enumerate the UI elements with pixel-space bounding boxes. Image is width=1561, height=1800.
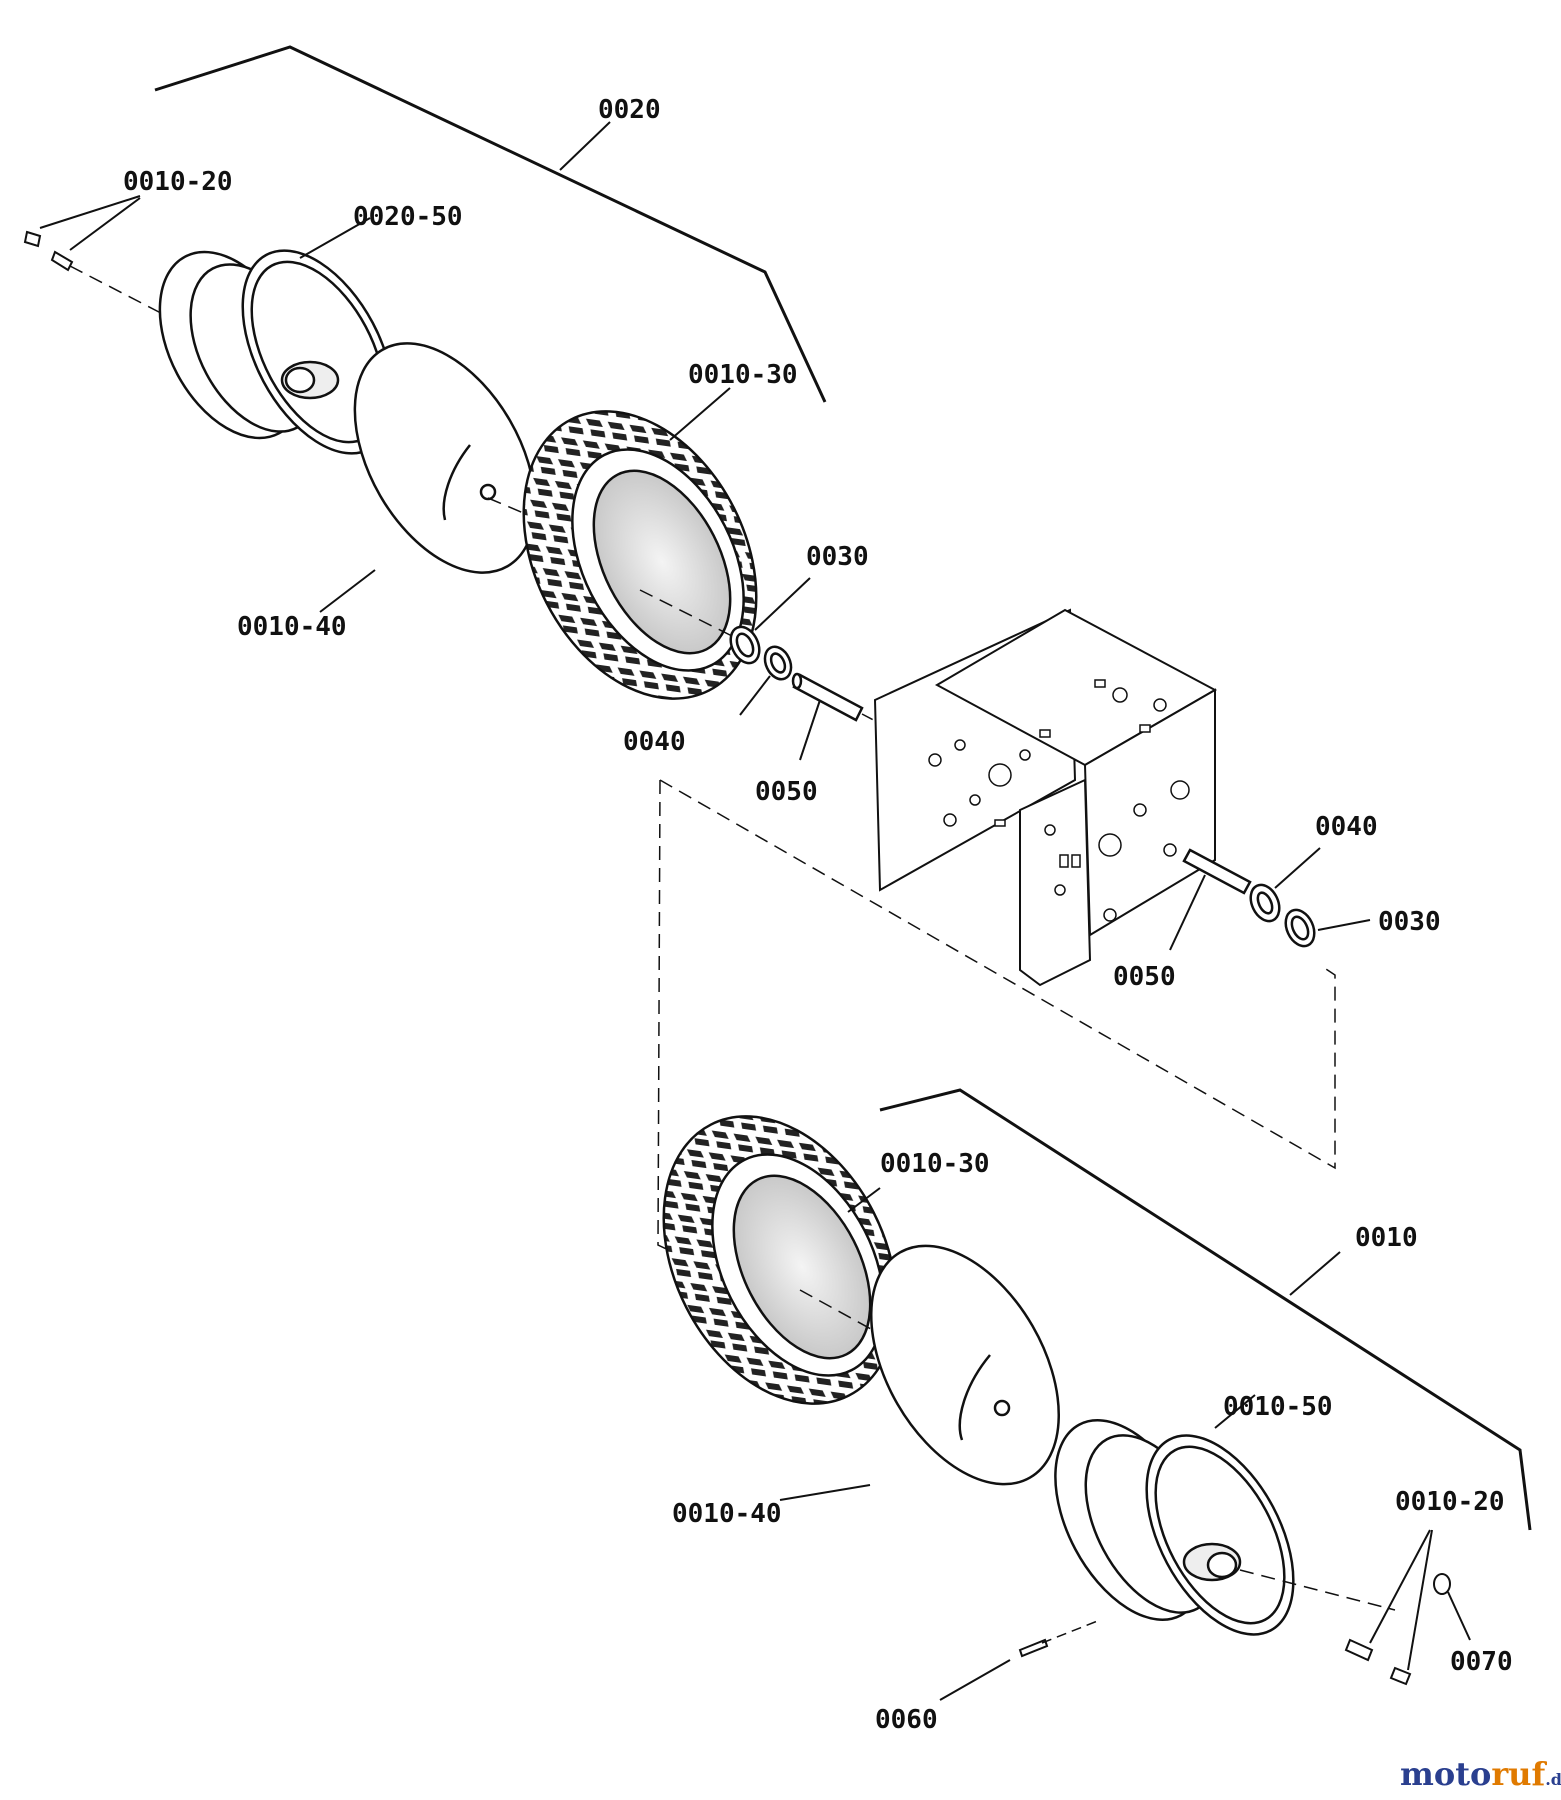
label-0010-40-top: 0010-40 — [237, 612, 347, 642]
bolt — [939, 1619, 1101, 1701]
label-0010-20-top: 0010-20 — [123, 167, 233, 197]
right-retaining-ring — [1284, 908, 1371, 948]
watermark: motoruf.de — [1400, 1755, 1561, 1793]
label-0060: 0060 — [875, 1705, 938, 1735]
bottom-tire — [662, 1115, 1001, 1405]
label-0010-20-bottom: 0010-20 — [1395, 1487, 1505, 1517]
top-assembly-bracket — [154, 45, 827, 403]
label-0020: 0020 — [598, 95, 661, 125]
label-0010: 0010 — [1355, 1223, 1418, 1253]
label-0040-right: 0040 — [1315, 812, 1378, 842]
label-0010-50: 0010-50 — [1223, 1392, 1333, 1422]
top-inner-tube — [319, 342, 541, 613]
bottom-assembly-bracket — [879, 1088, 1532, 1531]
label-0070: 0070 — [1450, 1647, 1513, 1677]
valve-cap — [1433, 1573, 1471, 1641]
label-0030-top: 0030 — [806, 542, 869, 572]
watermark-part2: ruf — [1491, 1755, 1547, 1793]
part-labels: 0020 0010-20 0020-50 0010-30 0010-40 003… — [123, 95, 1513, 1735]
label-0020-50: 0020-50 — [353, 202, 463, 232]
label-0010-40-bottom: 0010-40 — [672, 1499, 782, 1529]
bottom-rim — [1054, 1394, 1396, 1636]
label-0030-right: 0030 — [1378, 907, 1441, 937]
bottom-inner-tube — [779, 1244, 1060, 1501]
label-0050-right: 0050 — [1113, 962, 1176, 992]
label-0010-30-bottom: 0010-30 — [880, 1149, 990, 1179]
top-rim — [158, 217, 395, 455]
watermark-suffix: .de — [1545, 1770, 1561, 1789]
right-washer — [1249, 847, 1321, 923]
top-retaining-ring — [729, 577, 811, 665]
watermark-part1: moto — [1400, 1755, 1491, 1793]
top-axle — [791, 672, 886, 761]
top-tire — [522, 387, 758, 700]
frame-housing — [873, 608, 1218, 987]
label-0040-top: 0040 — [623, 727, 686, 757]
bottom-valve-stem — [1344, 1529, 1433, 1686]
label-0050-top: 0050 — [755, 777, 818, 807]
label-0010-30-top: 0010-30 — [688, 360, 798, 390]
top-washer — [739, 645, 793, 716]
right-axle — [1169, 848, 1252, 951]
top-valve-stem — [23, 195, 301, 386]
